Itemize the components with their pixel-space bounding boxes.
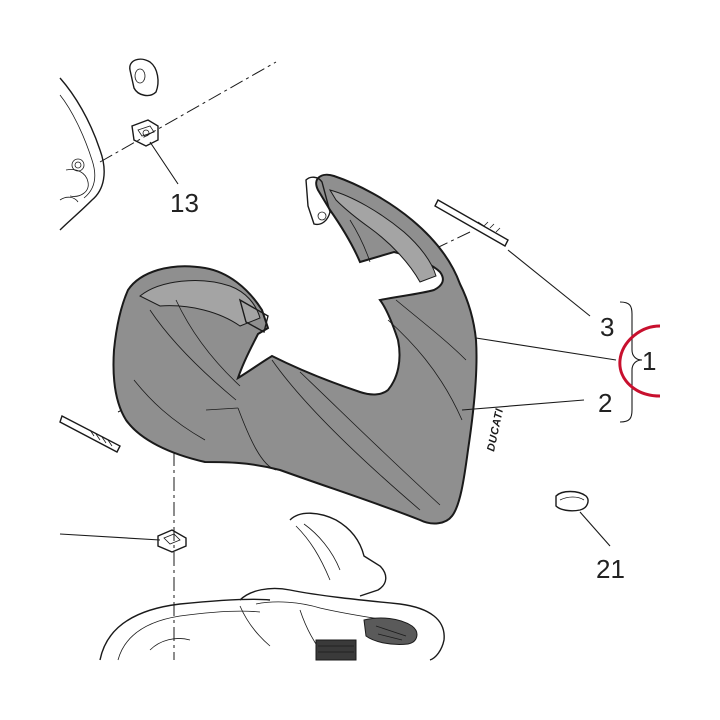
assembly-axis-3 — [419, 231, 471, 257]
callout-21: 21 — [596, 554, 625, 584]
grommet-21 — [555, 490, 589, 512]
leader-3 — [507, 249, 591, 317]
leader-2 — [461, 399, 585, 411]
leader-1 — [475, 337, 617, 361]
leader-lower-clip — [59, 533, 161, 541]
callout-3: 3 — [600, 312, 614, 342]
fairing-facet-right-top — [328, 189, 437, 283]
clip-nut-13 — [131, 119, 159, 147]
fairing-body — [112, 173, 478, 525]
assembly-axis-13 — [99, 61, 277, 163]
leader-21 — [579, 511, 611, 547]
front-beak-fairing — [112, 173, 478, 525]
lower-cockpit-assembly-partial — [99, 512, 445, 661]
screw-3-upper — [434, 199, 509, 247]
callout-2: 2 — [598, 388, 612, 418]
leader-13 — [149, 141, 179, 185]
headlight-assembly-partial — [59, 58, 159, 231]
callout-13: 13 — [170, 188, 199, 218]
clip-nut-lower — [157, 529, 187, 553]
screw-3-left — [59, 415, 121, 453]
group-bracket — [619, 301, 643, 423]
callout-1: 1 — [642, 346, 656, 376]
fairing-facet-left-top — [139, 280, 261, 327]
ducati-logo-text: DUCATI — [485, 407, 506, 453]
highlight-ring — [618, 324, 661, 398]
